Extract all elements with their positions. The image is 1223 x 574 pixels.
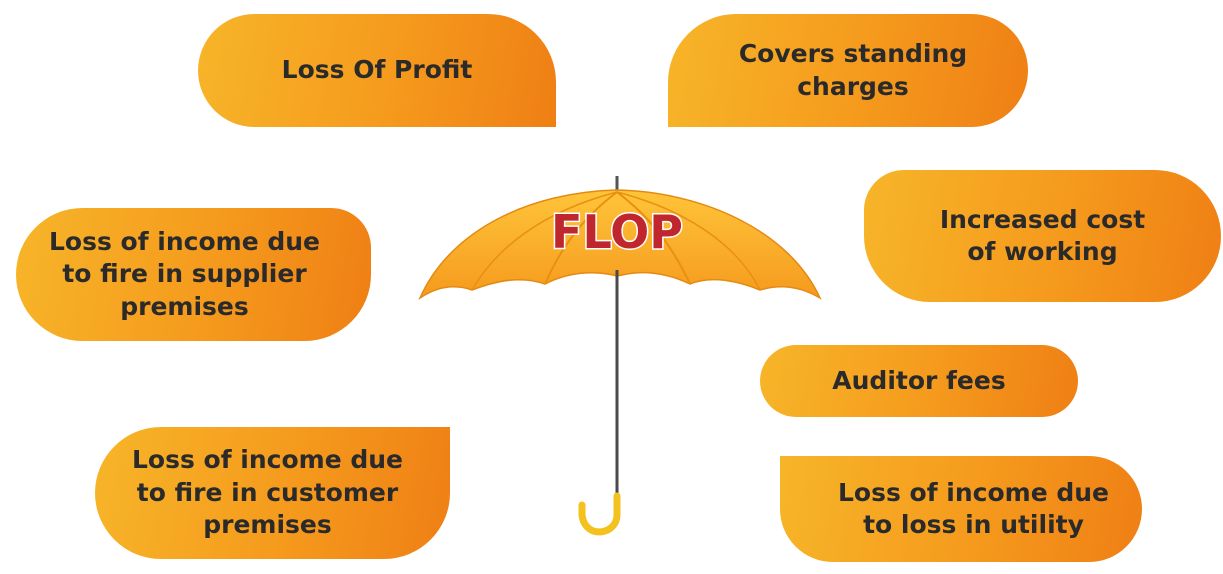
bubble-label: Loss of income due to fire in supplier p… [48, 226, 321, 321]
bubble-covers-standing-charges: Covers standing charges [668, 14, 1028, 127]
bubble-label: Covers standing charges [738, 39, 968, 101]
bubble-label: Loss of income due to loss in utility [837, 477, 1110, 540]
bubble-label: Loss Of Profit [281, 55, 473, 85]
bubble-loss-of-profit: Loss Of Profit [198, 14, 556, 127]
bubble-label: Auditor fees [832, 365, 1006, 395]
bubble-customer-premises: Loss of income due to fire in customer p… [95, 427, 450, 559]
bubble-label: Increased cost of working [939, 204, 1146, 267]
bubble-increased-cost: Increased cost of working [864, 170, 1221, 302]
bubble-supplier-premises: Loss of income due to fire in supplier p… [16, 208, 371, 341]
umbrella-canopy [418, 189, 822, 301]
bubble-loss-in-utility: Loss of income due to loss in utility [780, 456, 1142, 562]
bubble-label: Loss of income due to fire in customer p… [131, 445, 404, 540]
bubble-auditor-fees: Auditor fees [760, 345, 1078, 417]
umbrella-handle [578, 492, 621, 536]
center-label: FLOP [551, 205, 683, 259]
